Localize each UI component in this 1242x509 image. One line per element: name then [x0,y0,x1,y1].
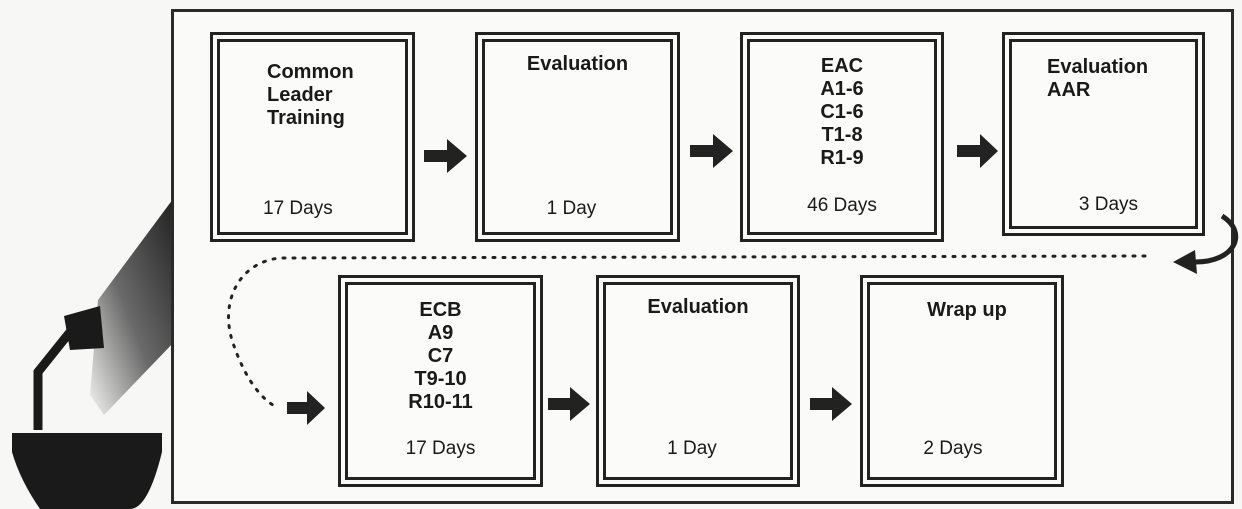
lamp-base [12,433,162,509]
stage-title: Evaluation [647,296,749,318]
stage-title: Evaluation AAR [1047,56,1149,101]
stage-box-evaluation-2: Evaluation 1 Day [596,275,800,487]
stage-duration: 1 Day [667,438,717,459]
stage-title: ECB A9 C7 T9-10 R10-11 [408,299,473,413]
stage-duration: 46 Days [807,195,877,216]
stage-box-evaluation-aar: Evaluation AAR 3 Days [1002,32,1205,236]
stage-title: Wrap up [927,299,1007,321]
stage-duration: 1 Day [546,198,597,219]
light-beam [90,195,176,415]
stage-box-common-leader-training: Common Leader Training 17 Days [210,32,415,242]
stage-box-wrap-up: Wrap up 2 Days [860,275,1064,487]
stage-duration: 2 Days [923,438,983,459]
stage-duration: 17 Days [405,438,476,459]
stage-title: EAC A1-6 C1-6 T1-8 R1-9 [820,55,864,169]
lamp-head [64,306,104,350]
stage-box-eac: EAC A1-6 C1-6 T1-8 R1-9 46 Days [740,32,944,242]
lamp-arm [33,329,74,430]
stage-title: Evaluation [526,53,629,75]
stage-title: Common Leader Training [267,61,354,129]
stage-box-evaluation-1: Evaluation 1 Day [475,32,680,242]
stage-duration: 3 Days [1078,194,1139,215]
stage-duration: 17 Days [263,198,333,219]
stage-box-ecb: ECB A9 C7 T9-10 R10-11 17 Days [338,275,543,487]
